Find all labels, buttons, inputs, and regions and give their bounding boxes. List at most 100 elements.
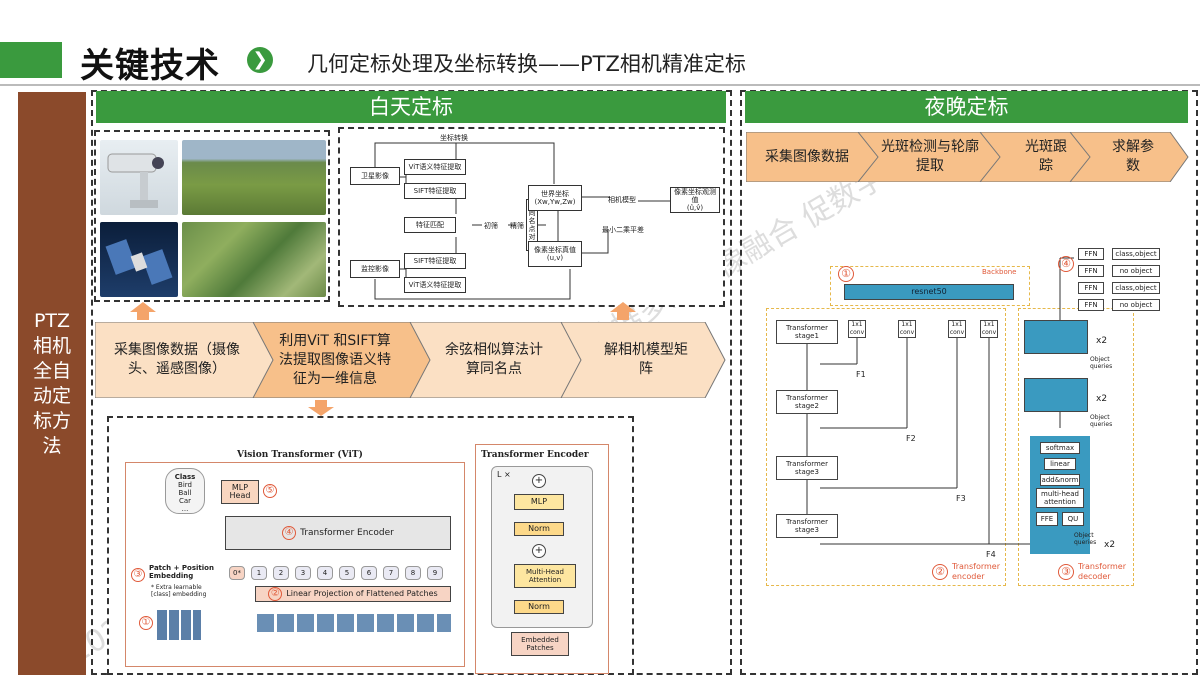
vit-token: 6 <box>361 566 377 580</box>
vit-token: 9 <box>427 566 443 580</box>
day-step-chevrons <box>95 322 726 398</box>
flow-fine: 精筛 <box>510 222 524 230</box>
ptz-camera-image <box>100 140 178 215</box>
day-heading: 白天定标 <box>96 91 726 123</box>
flow-coarse: 初筛 <box>484 222 498 230</box>
left-column-text: PTZ相机全自动定标方法 <box>32 309 71 457</box>
class-label-2: Ball <box>178 489 192 497</box>
flow-world-label: 世界坐标 <box>541 190 569 198</box>
flow-pred-sub: (û,v̂) <box>686 204 704 212</box>
vit-patch-embed: Patch + Position Embedding <box>149 564 214 580</box>
flow-pred-label: 像素坐标观测值 <box>674 188 716 204</box>
up-arrow-icon <box>130 302 156 320</box>
vit-token: 4 <box>317 566 333 580</box>
linear-box: linear <box>1044 458 1076 470</box>
encoder-plus-top: + <box>532 474 546 488</box>
backbone-label: Backbone <box>982 268 1017 276</box>
header-accent-bar <box>0 42 62 78</box>
image-samples <box>94 130 330 302</box>
flow-sift1: SIFT特征提取 <box>404 183 466 199</box>
patch-sequence <box>257 614 451 632</box>
qu-box: QU <box>1062 512 1084 526</box>
flow-pixel-sub: (u,v) <box>546 254 564 262</box>
flow-same-points: 同名点对 <box>526 199 538 251</box>
resnet-bar: resnet50 <box>844 284 1014 300</box>
enc-label: Transformer encoder <box>952 562 1001 581</box>
left-column-label: PTZ相机全自动定标方法 <box>18 92 86 675</box>
addnorm-box: add&norm <box>1040 474 1080 486</box>
circle-num-1: ① <box>139 616 153 630</box>
flow-model: 相机模型 <box>608 196 636 204</box>
encoder-norm2: Norm <box>514 600 564 614</box>
class-label-0: Class <box>174 473 196 481</box>
vit-token: 8 <box>405 566 421 580</box>
encoder-mlp: MLP <box>514 494 564 510</box>
vit-linear-label: Linear Projection of Flattened Patches <box>286 589 438 598</box>
encoder-mha: Multi-Head Attention <box>514 564 576 588</box>
down-arrow-icon <box>308 400 334 416</box>
conv-2: 1x1 conv <box>898 320 916 338</box>
flow-match: 特征匹配 <box>404 217 456 233</box>
day-step-1: 采集图像数据（摄像头、遥感图像） <box>114 342 240 377</box>
obj-queries-1: Object queries <box>1090 356 1113 370</box>
vit-token: 3 <box>295 566 311 580</box>
day-step-3: 余弦相似算法计算同名点 <box>445 342 543 377</box>
x2-label-1: x2 <box>1096 336 1108 346</box>
conv-3: 1x1 conv <box>948 320 966 338</box>
circle-num-3: ③ <box>131 568 145 582</box>
ffn-output: no object <box>1112 265 1160 277</box>
circle-n3: ③ <box>1058 564 1074 580</box>
f-label-3: F3 <box>956 494 966 503</box>
stage-2: Transformer stage2 <box>776 390 838 414</box>
circle-num-4: ④ <box>282 526 297 540</box>
class-label-4: ... <box>181 505 189 513</box>
up-arrow-icon <box>610 302 636 320</box>
circle-num-2: ② <box>268 587 283 601</box>
flow-top-label: 坐标转换 <box>440 134 468 142</box>
night-step-2: 光斑检测与轮廓提取 <box>881 139 979 174</box>
flow-lsq: 最小二乘平差 <box>602 226 644 234</box>
decoder-block-1 <box>1024 320 1088 354</box>
encoder-detail-outline <box>475 444 609 674</box>
f-label-1: F1 <box>856 370 866 379</box>
satellite-icon <box>105 239 173 285</box>
ffn-box: FFN <box>1078 248 1104 260</box>
flow-pixel-label: 像素坐标真值 <box>534 246 576 254</box>
vit-token: 0* <box>229 566 245 580</box>
ffn-output: class,object <box>1112 248 1160 260</box>
dec-label: Transformer decoder <box>1078 562 1127 581</box>
flow-sift2: SIFT特征提取 <box>404 253 466 269</box>
ffe-box: FFE <box>1036 512 1058 526</box>
circle-n1: ① <box>838 266 854 282</box>
night-step-chevrons <box>746 132 1189 182</box>
vit-token: 2 <box>273 566 289 580</box>
circle-n2: ② <box>932 564 948 580</box>
vit-outline <box>125 462 465 667</box>
obj-queries-3: Object queries <box>1074 532 1097 546</box>
stage-3: Transformer stage3 <box>776 456 838 480</box>
encoder-outline <box>766 308 1006 586</box>
vit-title: Vision Transformer (ViT) <box>237 450 363 460</box>
vit-class-output: Class Bird Ball Car ... <box>165 468 205 514</box>
camera-icon <box>107 153 164 208</box>
vit-transformer-encoder: ④ Transformer Encoder <box>225 516 451 550</box>
aerial-photo-2 <box>182 222 326 297</box>
ffn-box: FFN <box>1078 299 1104 311</box>
encoder-title: Transformer Encoder <box>481 450 589 460</box>
ffn-output: no object <box>1112 299 1160 311</box>
header-divider <box>0 84 1200 86</box>
flow-vit1: ViT语义特征提取 <box>404 159 466 175</box>
night-step-4: 求解参数 <box>1112 139 1154 174</box>
mha-box: multi-head attention <box>1036 488 1084 508</box>
input-image-grid <box>157 610 201 640</box>
ffn-output: class,object <box>1112 282 1160 294</box>
obj-queries-2: Object queries <box>1090 414 1113 428</box>
vit-token: 1 <box>251 566 267 580</box>
vit-mlp-head: MLP Head <box>221 480 259 504</box>
flow-pred: 像素坐标观测值 (û,v̂) <box>670 187 720 213</box>
x2-label-3: x2 <box>1104 540 1116 550</box>
night-heading: 夜晚定标 <box>745 91 1188 123</box>
flow-monitor: 监控影像 <box>350 260 400 278</box>
circle-num-5: ⑤ <box>263 484 277 498</box>
encoder-plus-mid: + <box>532 544 546 558</box>
